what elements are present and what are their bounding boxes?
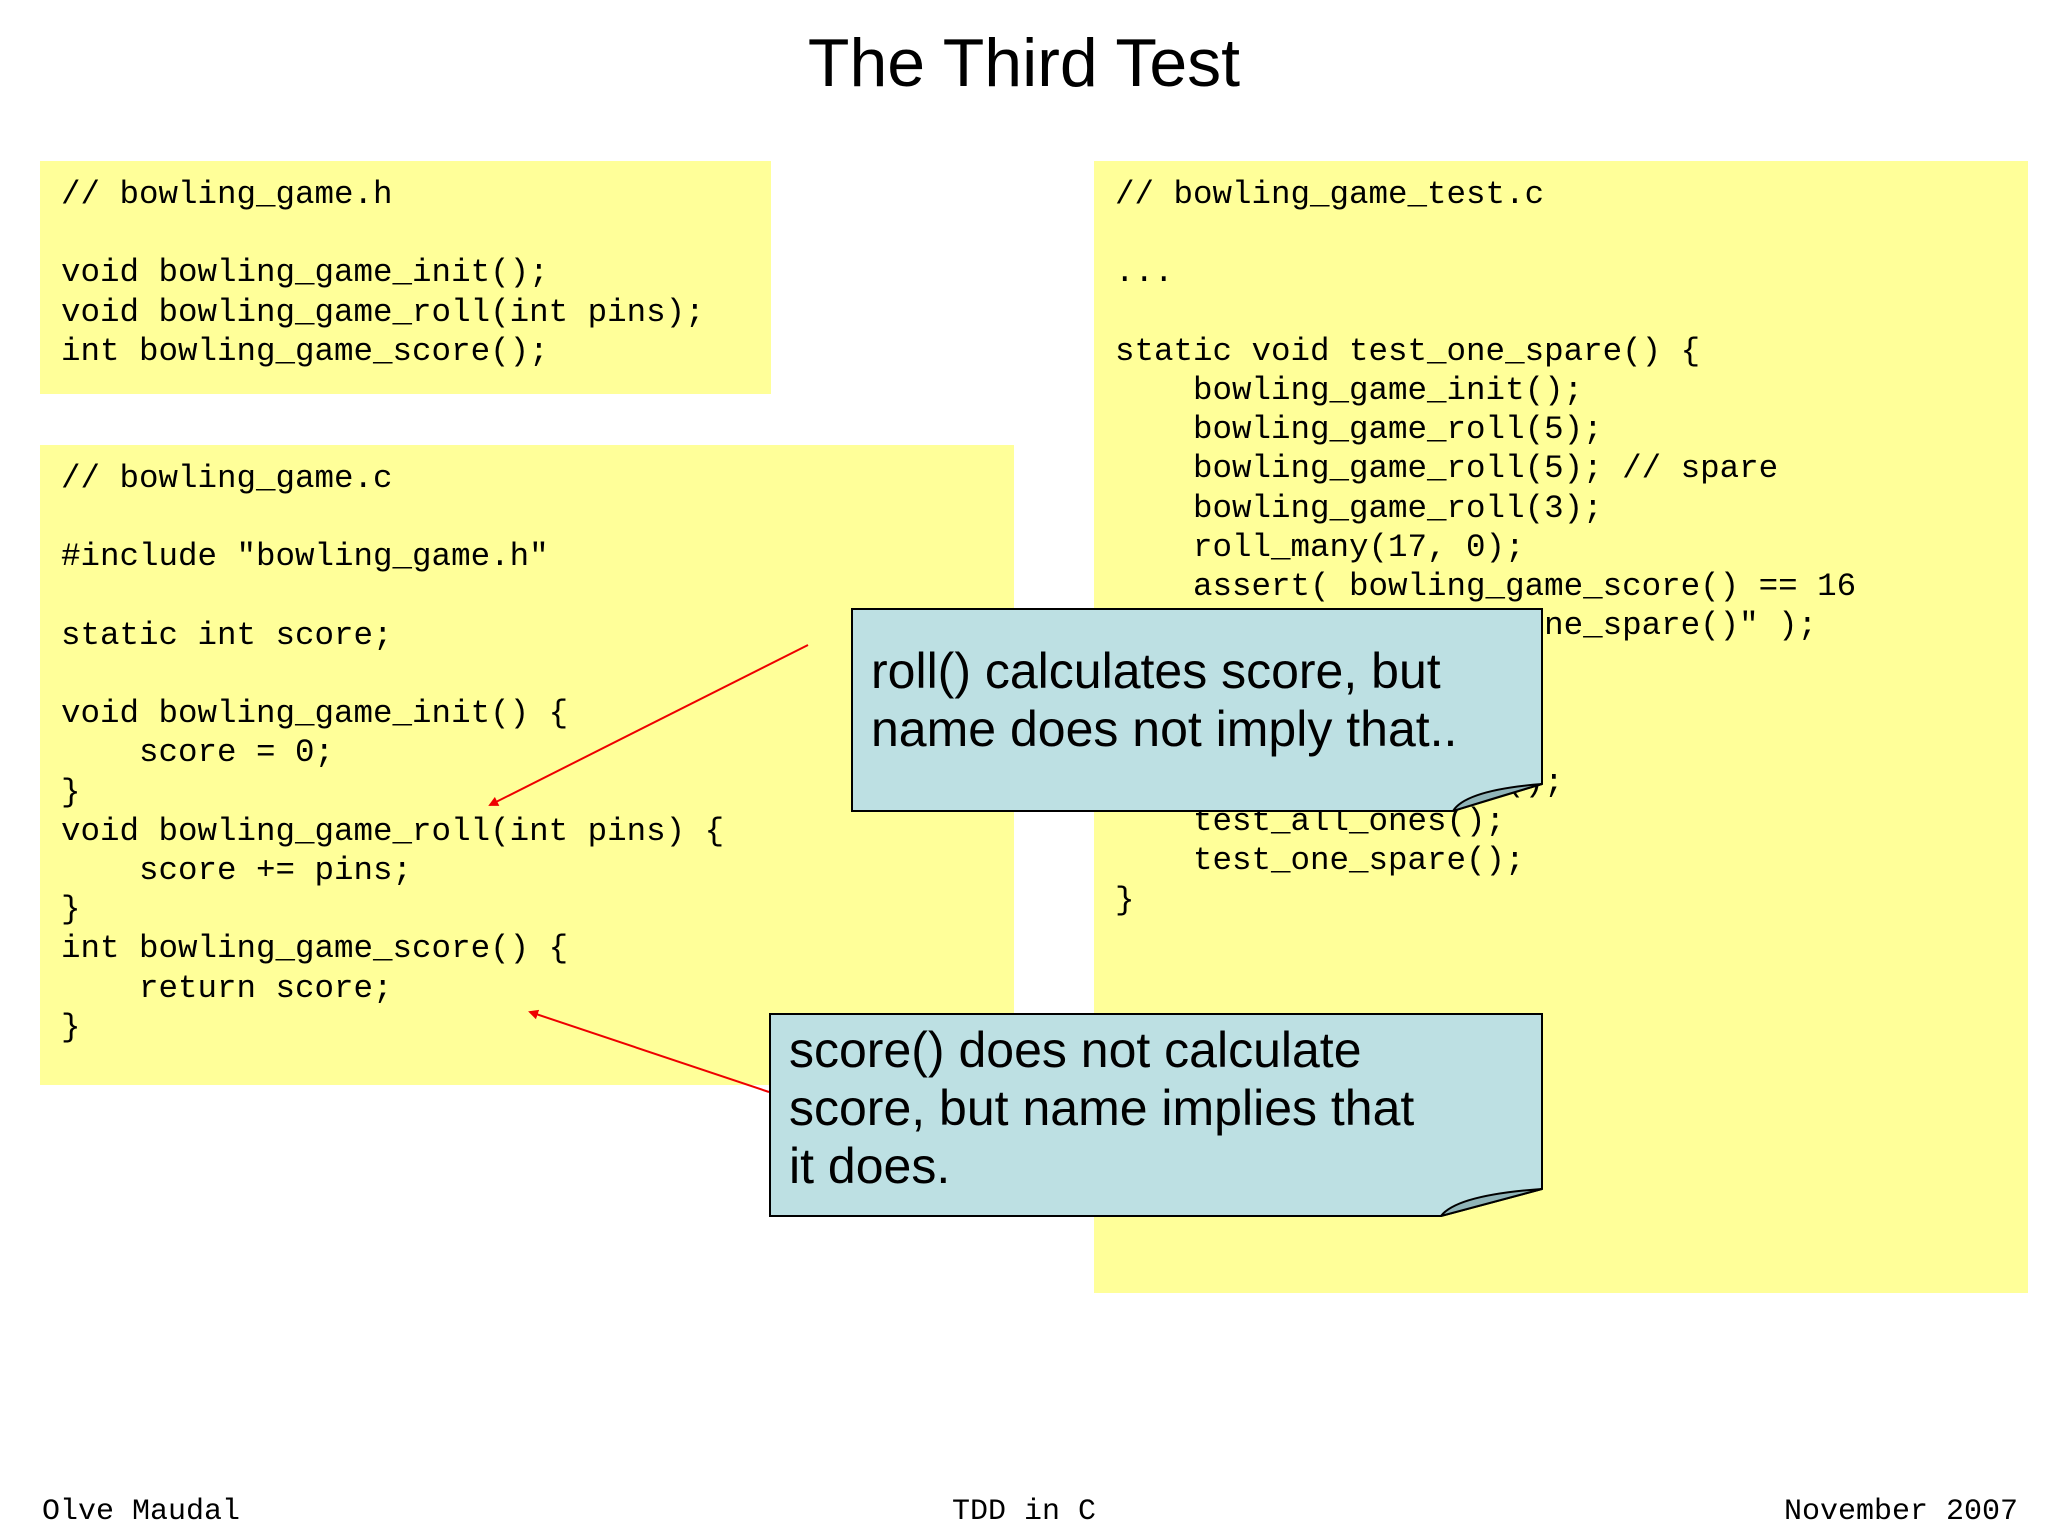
- roll-callout-text: roll() calculates score, but name does n…: [871, 643, 1458, 757]
- roll-callout-shape: [851, 608, 1543, 812]
- header-file-code-box: // bowling_game.h void bowling_game_init…: [40, 161, 771, 394]
- test-file-code: // bowling_game_test.c ... static void t…: [1115, 176, 1857, 919]
- footer-date: November 2007: [1783, 1495, 2018, 1529]
- header-file-code: // bowling_game.h void bowling_game_init…: [61, 176, 705, 370]
- score-callout-note: score() does not calculate score, but na…: [769, 1013, 1543, 1217]
- footer-author: Olve Maudal: [42, 1495, 241, 1529]
- slide-title: The Third Test: [807, 25, 1241, 101]
- source-file-code: // bowling_game.c #include "bowling_game…: [61, 460, 725, 1046]
- test-file-code-box: // bowling_game_test.c ... static void t…: [1094, 161, 2028, 1293]
- score-arrow: [528, 1009, 770, 1093]
- footer-topic: TDD in C: [951, 1495, 1097, 1529]
- score-callout-text: score() does not calculate score, but na…: [789, 1022, 1415, 1194]
- score-callout-shape: [769, 1013, 1543, 1217]
- roll-callout-note: roll() calculates score, but name does n…: [851, 608, 1543, 812]
- roll-arrow: [488, 644, 809, 806]
